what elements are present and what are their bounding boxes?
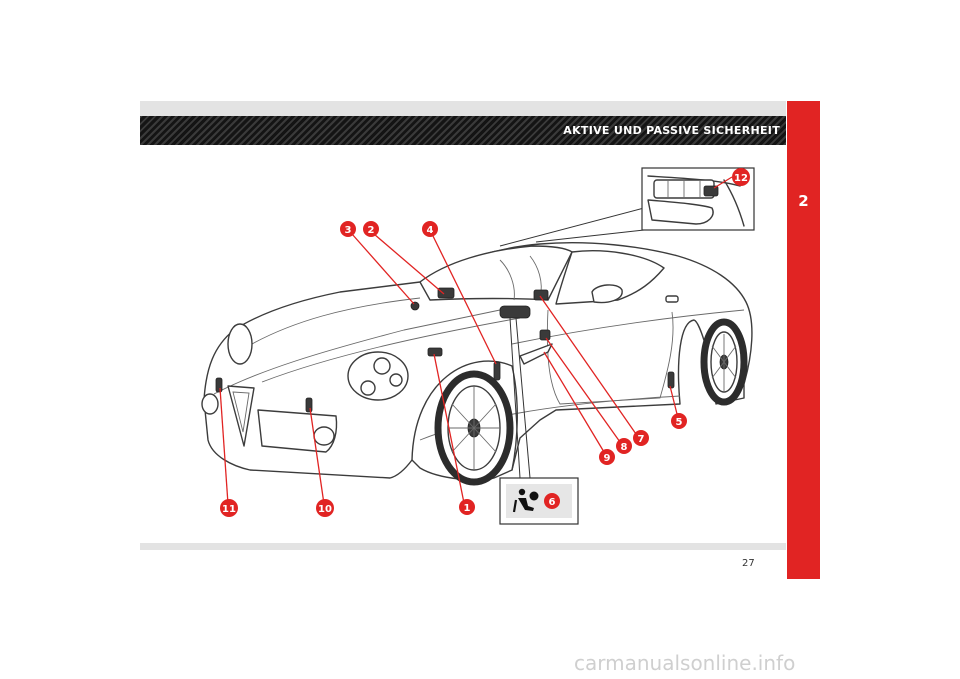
console-pillar	[723, 179, 745, 227]
section-header-bar: AKTIVE UND PASSIVE SICHERHEIT	[140, 116, 786, 145]
headlight-left	[227, 323, 253, 365]
leader-7	[539, 295, 637, 435]
watermark: carmanualsonline.info	[574, 651, 796, 675]
hood-crease-2	[237, 297, 421, 353]
grille-inner	[232, 391, 250, 433]
callout-marker-3: 3	[340, 221, 356, 237]
inset-pointer-top	[499, 207, 645, 247]
airbag-seated-person-icon	[512, 488, 539, 513]
headlight-lamp-3	[389, 373, 403, 387]
component-1-sensor	[427, 347, 443, 357]
svg-text:4: 4	[427, 225, 434, 236]
callout-marker-11: 11	[220, 499, 238, 517]
hood-crease	[213, 309, 501, 395]
svg-text:8: 8	[621, 442, 628, 453]
rear-spokes	[711, 334, 737, 392]
safety-components	[215, 287, 675, 413]
callout-marker-10: 10	[316, 499, 334, 517]
component-5-sensor	[667, 371, 675, 389]
airbag-icon-inset	[499, 317, 579, 525]
door-handle	[665, 295, 679, 303]
leader-4	[431, 233, 497, 365]
svg-text:12: 12	[734, 173, 748, 184]
svg-text:10: 10	[318, 504, 332, 515]
leader-10	[309, 407, 325, 505]
wing-mirror	[591, 284, 623, 304]
chapter-number: 2	[798, 192, 809, 210]
car-body	[201, 242, 753, 486]
callout-marker-4: 4	[422, 221, 438, 237]
headlight-lamp-1	[373, 357, 391, 375]
leader-lines	[219, 176, 733, 505]
callout-marker-1: 1	[459, 499, 475, 515]
svg-text:3: 3	[345, 225, 352, 236]
section-title: AKTIVE UND PASSIVE SICHERHEIT	[563, 124, 780, 137]
roof-console-inset	[499, 167, 755, 247]
component-6-airbag	[499, 305, 531, 319]
callout-marker-9: 9	[599, 449, 615, 465]
console-switch-12	[703, 185, 719, 197]
component-7-module	[533, 289, 549, 301]
airbag-pointer-right	[515, 317, 531, 479]
front-wheel-arch	[411, 360, 518, 471]
component-11-sensor	[215, 377, 223, 393]
component-10-sensor	[305, 397, 313, 413]
svg-text:1: 1	[464, 503, 471, 514]
shoulder-line	[511, 309, 745, 345]
callout-marker-5: 5	[671, 413, 687, 429]
svg-text:7: 7	[638, 434, 645, 445]
inset-pointer-bottom	[535, 229, 645, 243]
page-number: 27	[742, 558, 755, 569]
leader-9	[543, 351, 605, 453]
leader-12	[713, 176, 733, 189]
svg-text:6: 6	[549, 497, 556, 508]
front-spokes	[448, 386, 500, 470]
component-2-module	[437, 287, 455, 299]
leader-2	[373, 233, 445, 295]
headlight-right	[347, 351, 409, 401]
top-band	[140, 101, 786, 116]
callout-marker-8: 8	[616, 438, 632, 454]
component-8-module	[539, 329, 551, 341]
interior-seat	[499, 259, 515, 301]
airbag-pointer-left	[509, 317, 521, 479]
chapter-tab: 2	[787, 101, 820, 579]
component-9-handle	[519, 343, 553, 365]
fog-light-right	[313, 426, 335, 446]
airbag-inset-bg	[506, 484, 572, 518]
side-window	[555, 250, 665, 305]
leader-11	[219, 387, 229, 505]
lower-intake	[257, 409, 338, 453]
svg-text:2: 2	[368, 225, 375, 236]
leader-1	[433, 353, 465, 504]
fog-light-left	[201, 393, 219, 415]
svg-text:11: 11	[222, 504, 236, 515]
svg-text:9: 9	[604, 453, 611, 464]
svg-text:5: 5	[676, 417, 683, 428]
component-4-sensor	[493, 361, 501, 381]
leader-5	[669, 385, 678, 415]
leader-3	[351, 233, 415, 305]
headlight-lamp-2	[360, 380, 376, 396]
hood-crease-3	[261, 317, 521, 383]
callout-marker-6: 6	[544, 493, 560, 509]
bottom-rule	[140, 543, 786, 550]
leader-8	[545, 337, 621, 443]
callout-marker-7: 7	[633, 430, 649, 446]
console-lamp	[647, 199, 714, 225]
component-3-sensor	[410, 301, 420, 311]
callout-marker-2: 2	[363, 221, 379, 237]
callout-marker-12: 12	[732, 168, 750, 186]
